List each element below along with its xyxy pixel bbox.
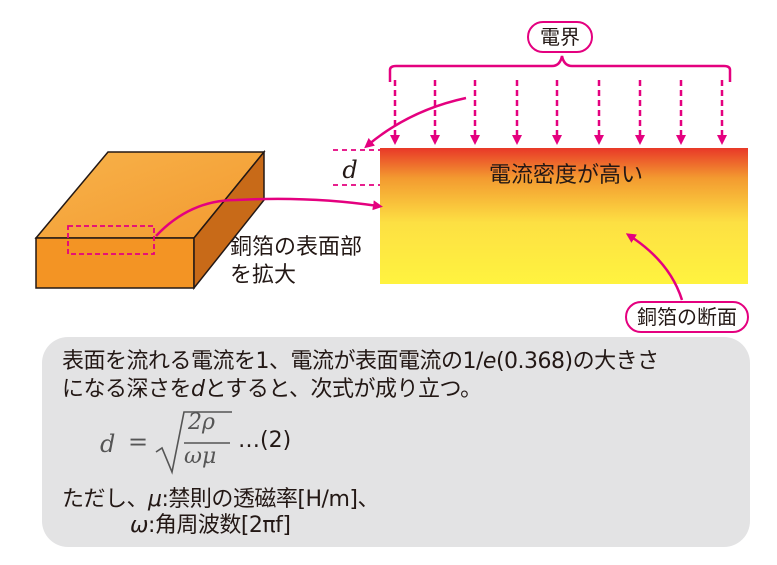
- enlarge-arrow: [155, 197, 383, 237]
- note-line-4: ω:角周波数[2πf]: [130, 513, 291, 539]
- enlarge-region-marker: [67, 225, 155, 255]
- electric-field-label: 電界: [540, 25, 580, 49]
- thickness-indicator: d: [333, 149, 380, 186]
- note-line-3-mu: μ: [148, 487, 162, 512]
- note-line-3-a: ただし、: [62, 487, 149, 512]
- skin-effect-diagram: 電界 d 電流密度が高い 銅箔の表面部 を拡大 銅箔の断面: [34, 21, 749, 333]
- note-line-4-omega: ω: [130, 513, 148, 538]
- explanation-box: [42, 337, 750, 547]
- note-line-1-text: 表面を流れる電流を1、電流が表面電流の1/: [62, 349, 483, 374]
- note-line-1-rest: (0.368)の大きさ: [495, 349, 659, 374]
- cross-section-label-frame: [625, 301, 749, 333]
- electric-field-label-frame: [527, 21, 593, 53]
- cross-section-label: 銅箔の断面: [637, 305, 737, 329]
- note-line-2-b: とすると、次式が成り立つ。: [204, 377, 482, 402]
- thickness-symbol: d: [342, 156, 357, 184]
- field-arrows: [390, 80, 727, 145]
- electric-field-label-group: 電界: [527, 21, 593, 53]
- note-line-3-b: :禁則の透磁率[H/m]、: [161, 487, 380, 512]
- note-line-4-b: :角周波数[2πf]: [147, 513, 291, 538]
- formula-radical: [155, 411, 232, 475]
- note-line-2: になる深さをdとすると、次式が成り立つ。: [62, 377, 482, 403]
- cross-section-pointer: [625, 233, 684, 301]
- note-line-2-d: d: [191, 377, 205, 402]
- cross-section-label-group: 銅箔の断面: [625, 301, 749, 333]
- enlarge-label-line1: 銅箔の表面部: [230, 235, 362, 260]
- copper-cross-section: [380, 148, 748, 284]
- block-front-face: [35, 237, 195, 289]
- copper-foil-block: [34, 149, 266, 291]
- high-density-label: 電流密度が高い: [489, 163, 643, 188]
- note-line-1: 表面を流れる電流を1、電流が表面電流の1/e(0.368)の大きさ: [62, 349, 659, 375]
- formula-numerator: 2ρ: [188, 410, 215, 435]
- note-line-3: ただし、μ:禁則の透磁率[H/m]、: [62, 487, 379, 513]
- formula-lhs: d: [100, 430, 116, 458]
- note-line-1-e: e: [482, 349, 497, 374]
- field-brace: [388, 55, 732, 82]
- formula-equals: =: [128, 428, 149, 456]
- enlarge-label-line2: を拡大: [230, 263, 296, 288]
- formula-denominator: ωμ: [184, 444, 217, 469]
- note-line-2-a: になる深さを: [62, 377, 192, 402]
- skin-depth-formula: d = 2ρ ωμ …(2): [100, 408, 360, 478]
- formula-reference: …(2): [238, 428, 292, 453]
- depth-pointer-arrow: [364, 96, 467, 149]
